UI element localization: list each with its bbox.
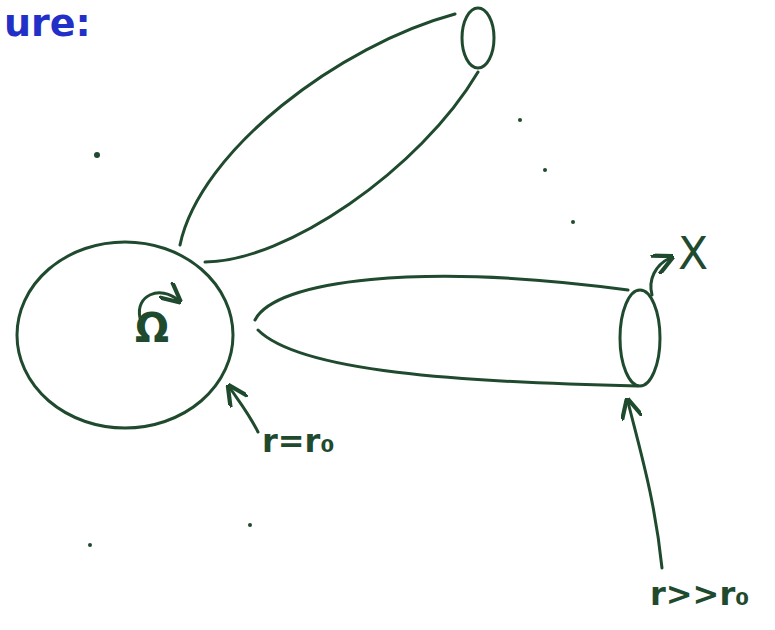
leader-arrow — [230, 388, 258, 432]
rotation-arrow — [651, 258, 670, 295]
sphere-outline — [15, 240, 235, 430]
leader-arrow — [628, 402, 662, 568]
dot — [518, 118, 522, 122]
annotation-label: X — [678, 232, 708, 276]
tube-edge — [255, 276, 628, 320]
dot — [248, 523, 252, 527]
annotation-label: r=r₀ — [262, 425, 334, 457]
tube-edge — [258, 330, 638, 386]
annotation-label: ure: — [4, 4, 91, 42]
annotation-label: r>>r₀ — [650, 578, 749, 610]
tube-edge — [205, 72, 478, 262]
rotating-sphere: Ω — [15, 240, 235, 430]
rotation-symbol: Ω — [135, 308, 169, 348]
tube-edge — [180, 14, 455, 245]
sphere-outline — [17, 242, 233, 428]
dot — [543, 168, 547, 172]
dot — [94, 152, 100, 158]
tube-end — [620, 290, 660, 386]
dot — [571, 220, 575, 224]
dot — [88, 543, 92, 547]
tube-end — [462, 8, 494, 68]
